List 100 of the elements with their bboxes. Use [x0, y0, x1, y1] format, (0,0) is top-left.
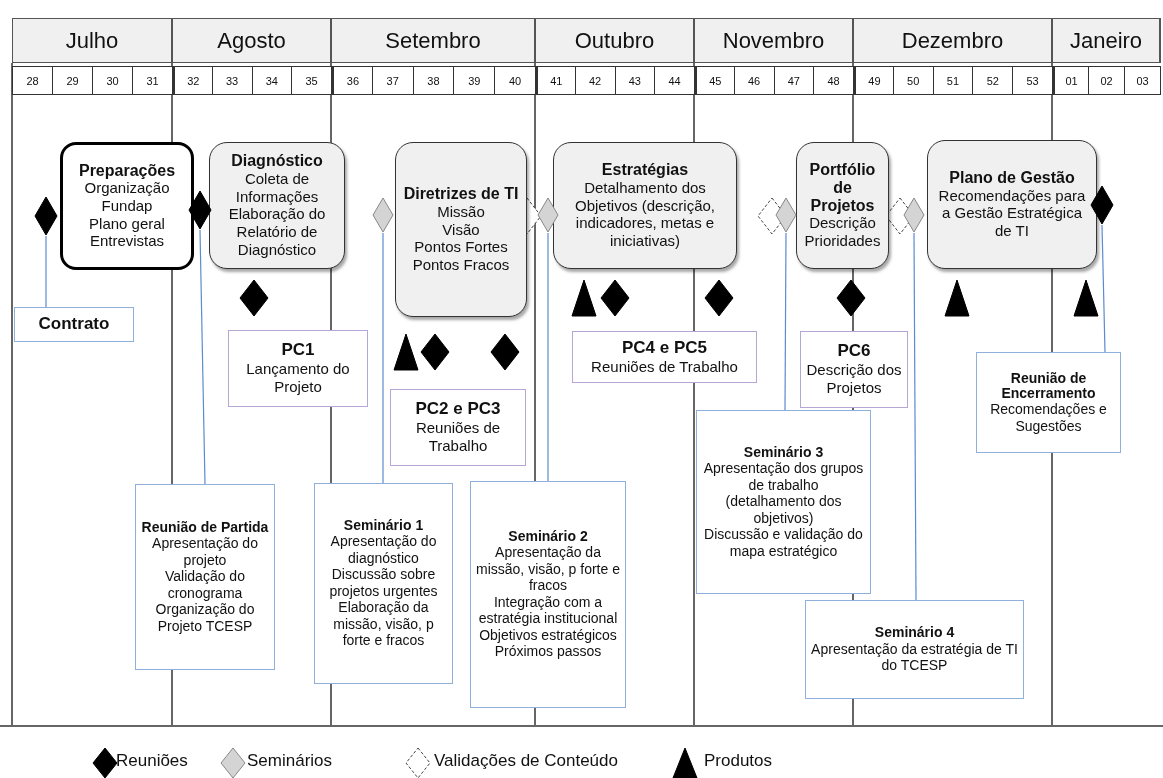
- box-text: Integração com a estratégia institucional: [477, 593, 619, 627]
- box-text: Apresentação da estratégia de TI do TCESP: [811, 640, 1018, 674]
- box-heading: Reunião de Partida: [141, 519, 269, 536]
- week-cell: 43: [614, 66, 656, 95]
- box-text: Validação do cronograma: [164, 568, 246, 602]
- milestone-box: [800, 331, 908, 408]
- box-text: Coleta de Informações: [234, 170, 320, 206]
- phase-box: [927, 140, 1097, 269]
- event-box: [805, 600, 1024, 699]
- box-heading: Diagnóstico: [231, 152, 323, 171]
- diamond-marker: [1090, 185, 1114, 225]
- box-text: Pontos Fortes: [414, 238, 508, 256]
- milestone-box: [390, 389, 526, 466]
- week-cell: 28: [12, 66, 53, 95]
- week-cell: 35: [291, 66, 332, 95]
- box-text: Lançamento do Projeto: [245, 360, 351, 396]
- week-cell: 33: [211, 66, 253, 95]
- legend-text: Seminários: [247, 751, 333, 771]
- box-text: Prioridades: [804, 231, 881, 250]
- week-cell: 29: [52, 66, 93, 95]
- week-cell: 03: [1124, 66, 1161, 95]
- month-cell: Novembro: [694, 18, 854, 63]
- week-cell: 30: [92, 66, 133, 95]
- week-cell: 42: [574, 66, 616, 95]
- box-heading: Seminário 1: [343, 518, 424, 534]
- month-cell: Outubro: [535, 18, 695, 63]
- box-text: Discussão sobre projetos urgentes: [328, 566, 439, 600]
- milestone-box: [572, 331, 757, 383]
- leader-line: [45, 235, 47, 308]
- box-heading: Diretrizes de TI: [403, 185, 519, 203]
- week-cell: 51: [932, 66, 974, 95]
- box-text: Descrição dos Projetos: [806, 361, 902, 397]
- week-cell: 52: [972, 66, 1014, 95]
- box-text: Apresentação do projeto: [151, 535, 259, 569]
- week-cell: 38: [412, 66, 455, 95]
- box-text: Reuniões de Trabalho: [591, 357, 738, 376]
- phase-box: [796, 142, 889, 269]
- phase-box: [553, 142, 737, 269]
- legend-text: Validações de Conteúdo: [434, 751, 618, 771]
- box-text: Descrição: [809, 214, 876, 232]
- week-cell: 53: [1012, 66, 1053, 95]
- month-cell: Janeiro: [1052, 18, 1161, 63]
- week-cell: 41: [535, 66, 576, 95]
- event-box: [14, 307, 134, 342]
- legend-text: Produtos: [704, 751, 773, 771]
- phase-box: [60, 142, 194, 270]
- box-text: Entrevistas: [89, 232, 165, 251]
- box-text: Missão: [437, 202, 485, 221]
- box-text: Discussão e validação do mapa estratégico: [703, 526, 864, 560]
- legend-text: Reuniões: [116, 751, 188, 771]
- box-heading: PC2 e PC3: [415, 400, 501, 420]
- box-heading: Seminário 3: [743, 444, 824, 461]
- week-cell: 02: [1088, 66, 1125, 95]
- box-heading: Seminário 2: [508, 529, 588, 545]
- box-text: Reuniões de Trabalho: [414, 419, 502, 455]
- week-cell: 37: [371, 66, 414, 95]
- event-box: [976, 352, 1121, 453]
- month-cell: Agosto: [172, 18, 332, 63]
- milestone-box: [228, 330, 368, 407]
- box-text: Detalhamento dos Objetivos (descrição, indicadores, metas e iniciativas): [573, 178, 717, 250]
- week-cell: 45: [694, 66, 735, 95]
- box-text: Organização Fundap: [83, 179, 171, 215]
- box-heading: PC4 e PC5: [621, 338, 707, 358]
- leader-line: [547, 232, 549, 482]
- box-text: Recomendações para a Gestão Estratégica de TI: [937, 186, 1087, 240]
- box-heading: Preparações: [78, 161, 176, 180]
- box-heading: Plano de Gestão: [949, 169, 1075, 187]
- box-text: Pontos Fracos: [412, 256, 510, 274]
- week-cell: 39: [453, 66, 496, 95]
- diamond-marker: [188, 190, 212, 230]
- box-text: Elaboração da missão, visão, p forte e fracos: [332, 599, 435, 649]
- week-cell: 47: [773, 66, 815, 95]
- box-text: Organização do Projeto TCESP: [154, 601, 256, 635]
- diamond-marker: [537, 197, 559, 233]
- week-cell: 44: [654, 66, 695, 95]
- box-heading: PC1: [281, 341, 315, 361]
- box-text: Plano geral: [89, 214, 165, 233]
- box-text: Visão: [442, 220, 480, 239]
- month-cell: Julho: [12, 18, 173, 63]
- week-cell: 32: [172, 66, 213, 95]
- phase-box: [395, 142, 527, 317]
- box-text: Elaboração do Relatório de Diagnóstico: [227, 205, 327, 259]
- week-cell: 40: [494, 66, 536, 95]
- month-cell: Setembro: [331, 18, 536, 63]
- week-cell: 34: [251, 66, 293, 95]
- box-text: Apresentação dos grupos de trabalho (detalhamento dos objetivos): [702, 460, 865, 527]
- leader-line: [1101, 224, 1106, 353]
- box-text: Próximos passos: [494, 643, 602, 660]
- event-box: [470, 481, 626, 708]
- week-cell: 36: [331, 66, 373, 95]
- diamond-marker: [34, 196, 58, 236]
- week-cell: 50: [892, 66, 934, 95]
- week-cell: 49: [853, 66, 894, 95]
- month-cell: Dezembro: [853, 18, 1053, 63]
- box-text: Apresentação da missão, visão, p forte e fracos: [476, 544, 620, 594]
- week-cell: 31: [132, 66, 173, 95]
- box-text: Recomendações e Sugestões: [989, 401, 1108, 435]
- box-text: Objetivos estratégicos: [479, 626, 617, 644]
- box-heading: PC6: [837, 342, 871, 362]
- phase-box: [209, 142, 345, 269]
